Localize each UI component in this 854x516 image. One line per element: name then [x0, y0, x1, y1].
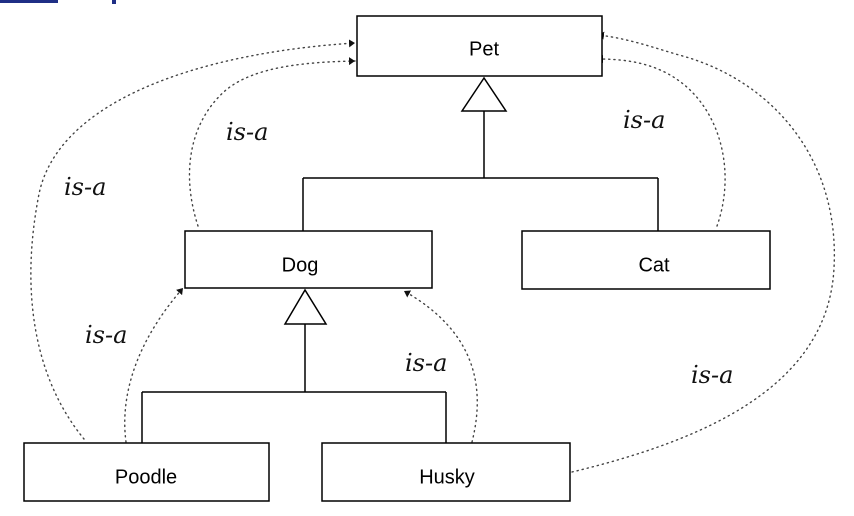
pet-generalization-arrow [460, 76, 508, 112]
class-pet: Pet [356, 15, 603, 77]
relation-label-poodle-pet: is-a [64, 173, 106, 201]
dog-generalization-arrow [283, 288, 328, 325]
class-box-cat [521, 230, 771, 290]
relation-label-poodle-dog: is-a [85, 321, 127, 349]
relation-poodle-dog [124, 287, 184, 443]
top-accent-mark [112, 0, 116, 4]
relation-dog-pet [188, 57, 356, 227]
class-box-poodle [23, 442, 270, 502]
class-box-pet [356, 15, 603, 77]
class-box-husky [321, 442, 571, 502]
class-cat: Cat [521, 230, 771, 290]
class-label-husky: Husky [419, 466, 475, 488]
relation-husky-dog [403, 290, 478, 443]
relation-label-husky-pet: is-a [691, 361, 733, 389]
class-label-pet: Pet [469, 38, 499, 60]
relation-husky-pet [571, 31, 836, 473]
relation-label-husky-dog: is-a [405, 349, 447, 377]
top-accent-bar [0, 0, 58, 3]
class-dog: Dog [184, 230, 433, 289]
is-a-relations [30, 31, 836, 473]
relation-label-dog-pet: is-a [226, 118, 268, 146]
relation-label-cat-pet: is-a [623, 106, 665, 134]
class-husky: Husky [321, 442, 571, 502]
class-box-dog [184, 230, 433, 289]
relation-cat-pet [596, 55, 726, 227]
class-label-dog: Dog [282, 254, 319, 276]
inheritance-lines [141, 76, 659, 443]
class-poodle: Poodle [23, 442, 270, 502]
class-label-poodle: Poodle [115, 466, 177, 488]
class-label-cat: Cat [638, 254, 670, 276]
